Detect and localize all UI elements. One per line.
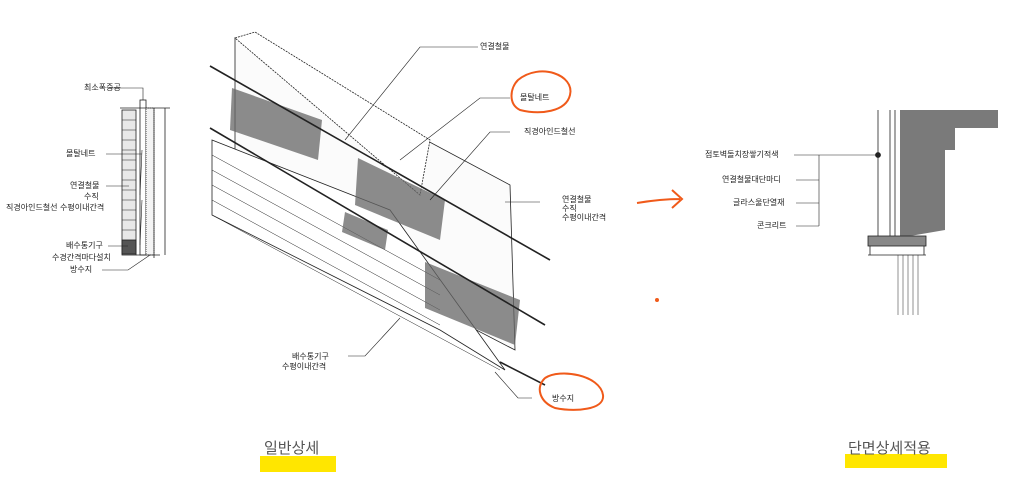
label-weep-vent: 배수통기구 — [66, 241, 103, 250]
section-label-brick: 점토벽돌치장쌓기적색 — [705, 150, 779, 159]
red-annotations — [510, 70, 684, 411]
iso-label-waterproof: 방수지 — [552, 394, 575, 403]
section-label-insulation: 글라스울단열재 — [733, 198, 785, 207]
label-connector: 연결철물 — [70, 181, 100, 190]
iso-label-vertical: 수직 — [562, 204, 577, 213]
iso-label-connector: 연결철물 — [480, 42, 510, 51]
label-vertical: 수직 — [84, 192, 99, 201]
title-section-detail: 단면상세적용 — [848, 439, 931, 457]
circle-waterproof — [538, 372, 605, 411]
section-detail-view — [794, 110, 998, 315]
iso-label-weep-vent: 배수통기구 — [292, 352, 329, 361]
title-highlight — [845, 454, 947, 468]
iso-label-horizontal-spacing: 수평이내간격 — [562, 213, 607, 222]
section-label-concrete: 콘크리트 — [757, 221, 787, 230]
iso-label-weep-spacing: 수평이내간격 — [282, 362, 327, 371]
circle-mortar-net — [510, 70, 572, 114]
left-wall-section — [102, 87, 170, 271]
label-waterproof: 방수지 — [70, 265, 93, 274]
label-min-cavity: 최소폭중공 — [84, 83, 121, 92]
title-highlight — [260, 456, 336, 472]
arrow — [636, 189, 684, 209]
iso-label-wire: 직경아인드철선 — [524, 127, 576, 136]
isometric-wall-view — [209, 31, 551, 399]
label-mortar-net: 몰탈네트 — [66, 149, 96, 158]
title-general-detail: 일반상세 — [264, 439, 320, 457]
iso-label-connector-side: 연결철물 — [562, 195, 592, 204]
label-wire-spacing: 직경아인드철선 수평이내간격 — [6, 203, 105, 212]
iso-label-mortar-net: 몰탈네트 — [520, 93, 550, 102]
section-label-connector: 연결철물대단마디 — [722, 175, 781, 184]
label-weep-spacing: 수경간격마다설치 — [52, 253, 111, 262]
